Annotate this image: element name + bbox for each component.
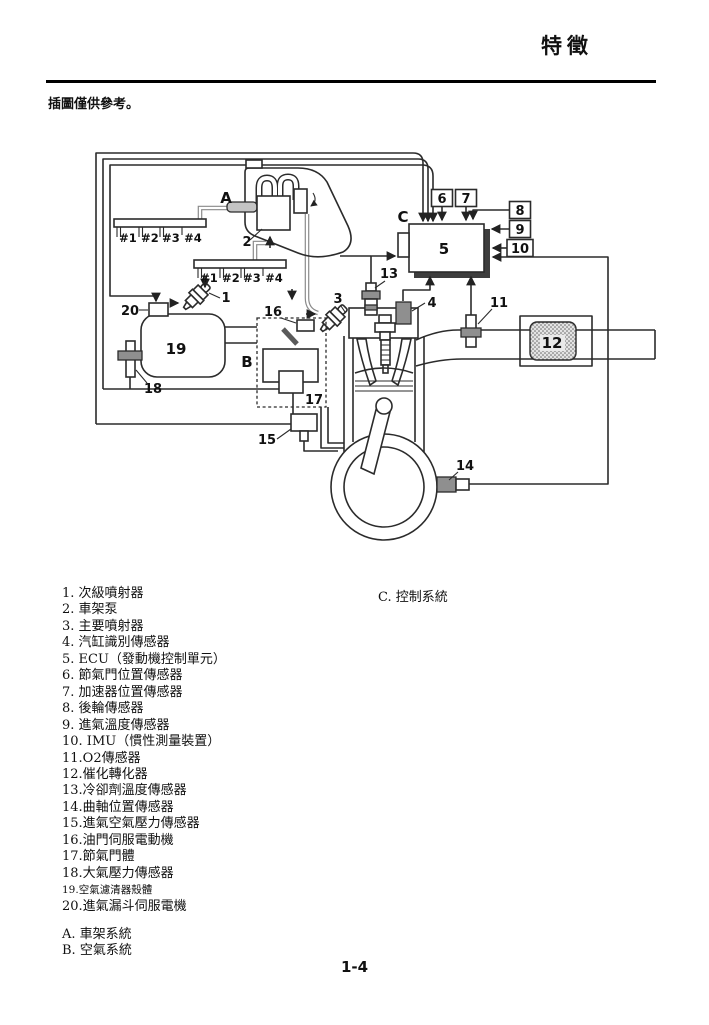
diagram-label: 9 [515,223,524,238]
legend-item: 1. 次級噴射器 [62,586,144,601]
intake-runner-right [391,338,412,387]
diagram-label: 19 [166,340,187,358]
flow-arrows [169,276,317,319]
cylinder-identification-sensor [395,301,412,325]
legend-item: 9. 進氣溫度傳感器 [62,717,170,733]
legend-item: 19.空氣濾清器殼體 [62,884,153,897]
cat-label-backing [540,335,565,351]
diagram-label: A [220,189,232,207]
exhaust-system [415,314,656,367]
diagram-label: 20 [121,304,139,319]
throttle-servo-motor [296,319,315,332]
catalytic-converter-shell [519,315,593,367]
legend-item: 5. ECU（發動機控制單元） [62,651,226,667]
fuel-rails [113,218,287,278]
legend-system-item: A. 車架系統 [62,927,132,942]
diagram-label: #4 [184,231,202,245]
diagram-label: #2 [222,271,240,285]
diagram-label: #2 [141,231,159,245]
pressure-regulator [293,188,308,214]
legend-item-control-system: C. 控制系統 [378,590,448,605]
ecu-box [408,223,485,273]
crankshaft-position-sensor [436,252,609,493]
header-rule [46,80,656,83]
legend-item: 12.催化轉化器 [62,766,148,782]
diagram-label: 18 [144,382,162,397]
fuel-pump [256,195,291,231]
diagram-label-box [506,238,534,258]
intake-runner-left [356,338,377,387]
legend-item: 7. 加速器位置傳感器 [62,684,183,700]
diagram-label: 14 [456,459,474,474]
tank-cap [245,159,263,169]
atmospheric-pressure-sensor [117,340,143,389]
fuel-tank [226,159,352,258]
legend-item: 3. 主要噴射器 [62,618,144,634]
diagram-label: 6 [437,192,446,207]
legend-item: 6. 節氣門位置傳感器 [62,668,183,684]
diagram-label: 12 [542,334,563,352]
diagram-label: #1 [119,231,137,245]
legend-item: 8. 後輪傳感器 [62,701,144,717]
diagram-label: 15 [258,433,276,448]
coolant-temperature-sensor [361,282,381,316]
throttle-body-group [256,317,344,449]
reference-note: 插圖僅供參考。 [48,97,140,112]
diagram-label: #4 [265,271,283,285]
spark-plug [374,314,396,374]
throttle-body-boundary [256,317,327,408]
legend-item: 17.節氣門體 [62,849,135,865]
diagram-label: 11 [490,296,508,311]
diagram-label-box [508,219,532,239]
air-filter-housing [140,302,257,378]
diagram-label: 17 [305,393,323,408]
diagram-label-box [508,200,532,220]
engine [330,282,438,541]
diagram-label: B [241,353,252,371]
diagram-label: #3 [243,271,261,285]
legend-item: 20.進氣漏斗伺服電機 [62,898,187,914]
diagram-label: 8 [515,204,524,219]
diagram-label: 7 [461,192,470,207]
legend-item: 14.曲軸位置傳感器 [62,799,174,815]
diagram-label: 16 [264,305,282,320]
diagram-label: #3 [162,231,180,245]
ecu-connector [397,232,410,258]
diagram-label-box [430,188,454,208]
legend-item: 16.油門伺服電動機 [62,832,174,848]
diagram-label: 2 [242,235,251,250]
legend-item: 13.冷卻劑溫度傳感器 [62,783,187,799]
main-injector [319,304,348,333]
intake-funnel-servo [148,302,169,317]
diagram-label: 13 [380,267,398,282]
legend-system-item: B. 空氣系統 [62,943,132,959]
diagram-label-box [454,188,478,208]
legend-item: 4. 汽缸識別傳感器 [62,635,170,651]
ecu-group [340,207,510,315]
ecu-shadow [414,229,490,278]
diagram-label: 3 [333,292,342,307]
legend-item: 2. 車架泵 [62,602,118,618]
intake-air-pressure-sensor [290,413,338,452]
diagram-label: C [397,208,408,226]
diagram-label: 10 [511,242,529,257]
page-title: 特徵 [541,33,593,58]
fuel-rail-1 [113,218,207,228]
legend-item: 11.O2傳感器 [62,750,141,766]
diagram-label: 1 [221,291,230,306]
label-leader-lines [135,228,493,481]
diagram-label: 5 [439,240,449,258]
fuel-rail-2 [193,259,287,269]
legend-item: 10. IMU（慣性測量裝置） [62,734,221,750]
page-number: 1-4 [340,958,369,976]
legend-item: 15.進氣空氣壓力傳感器 [62,816,200,832]
diagram-label: #1 [200,271,218,285]
legend-item: 18.大氣壓力傳感器 [62,865,174,881]
diagram-label: 4 [427,296,436,311]
